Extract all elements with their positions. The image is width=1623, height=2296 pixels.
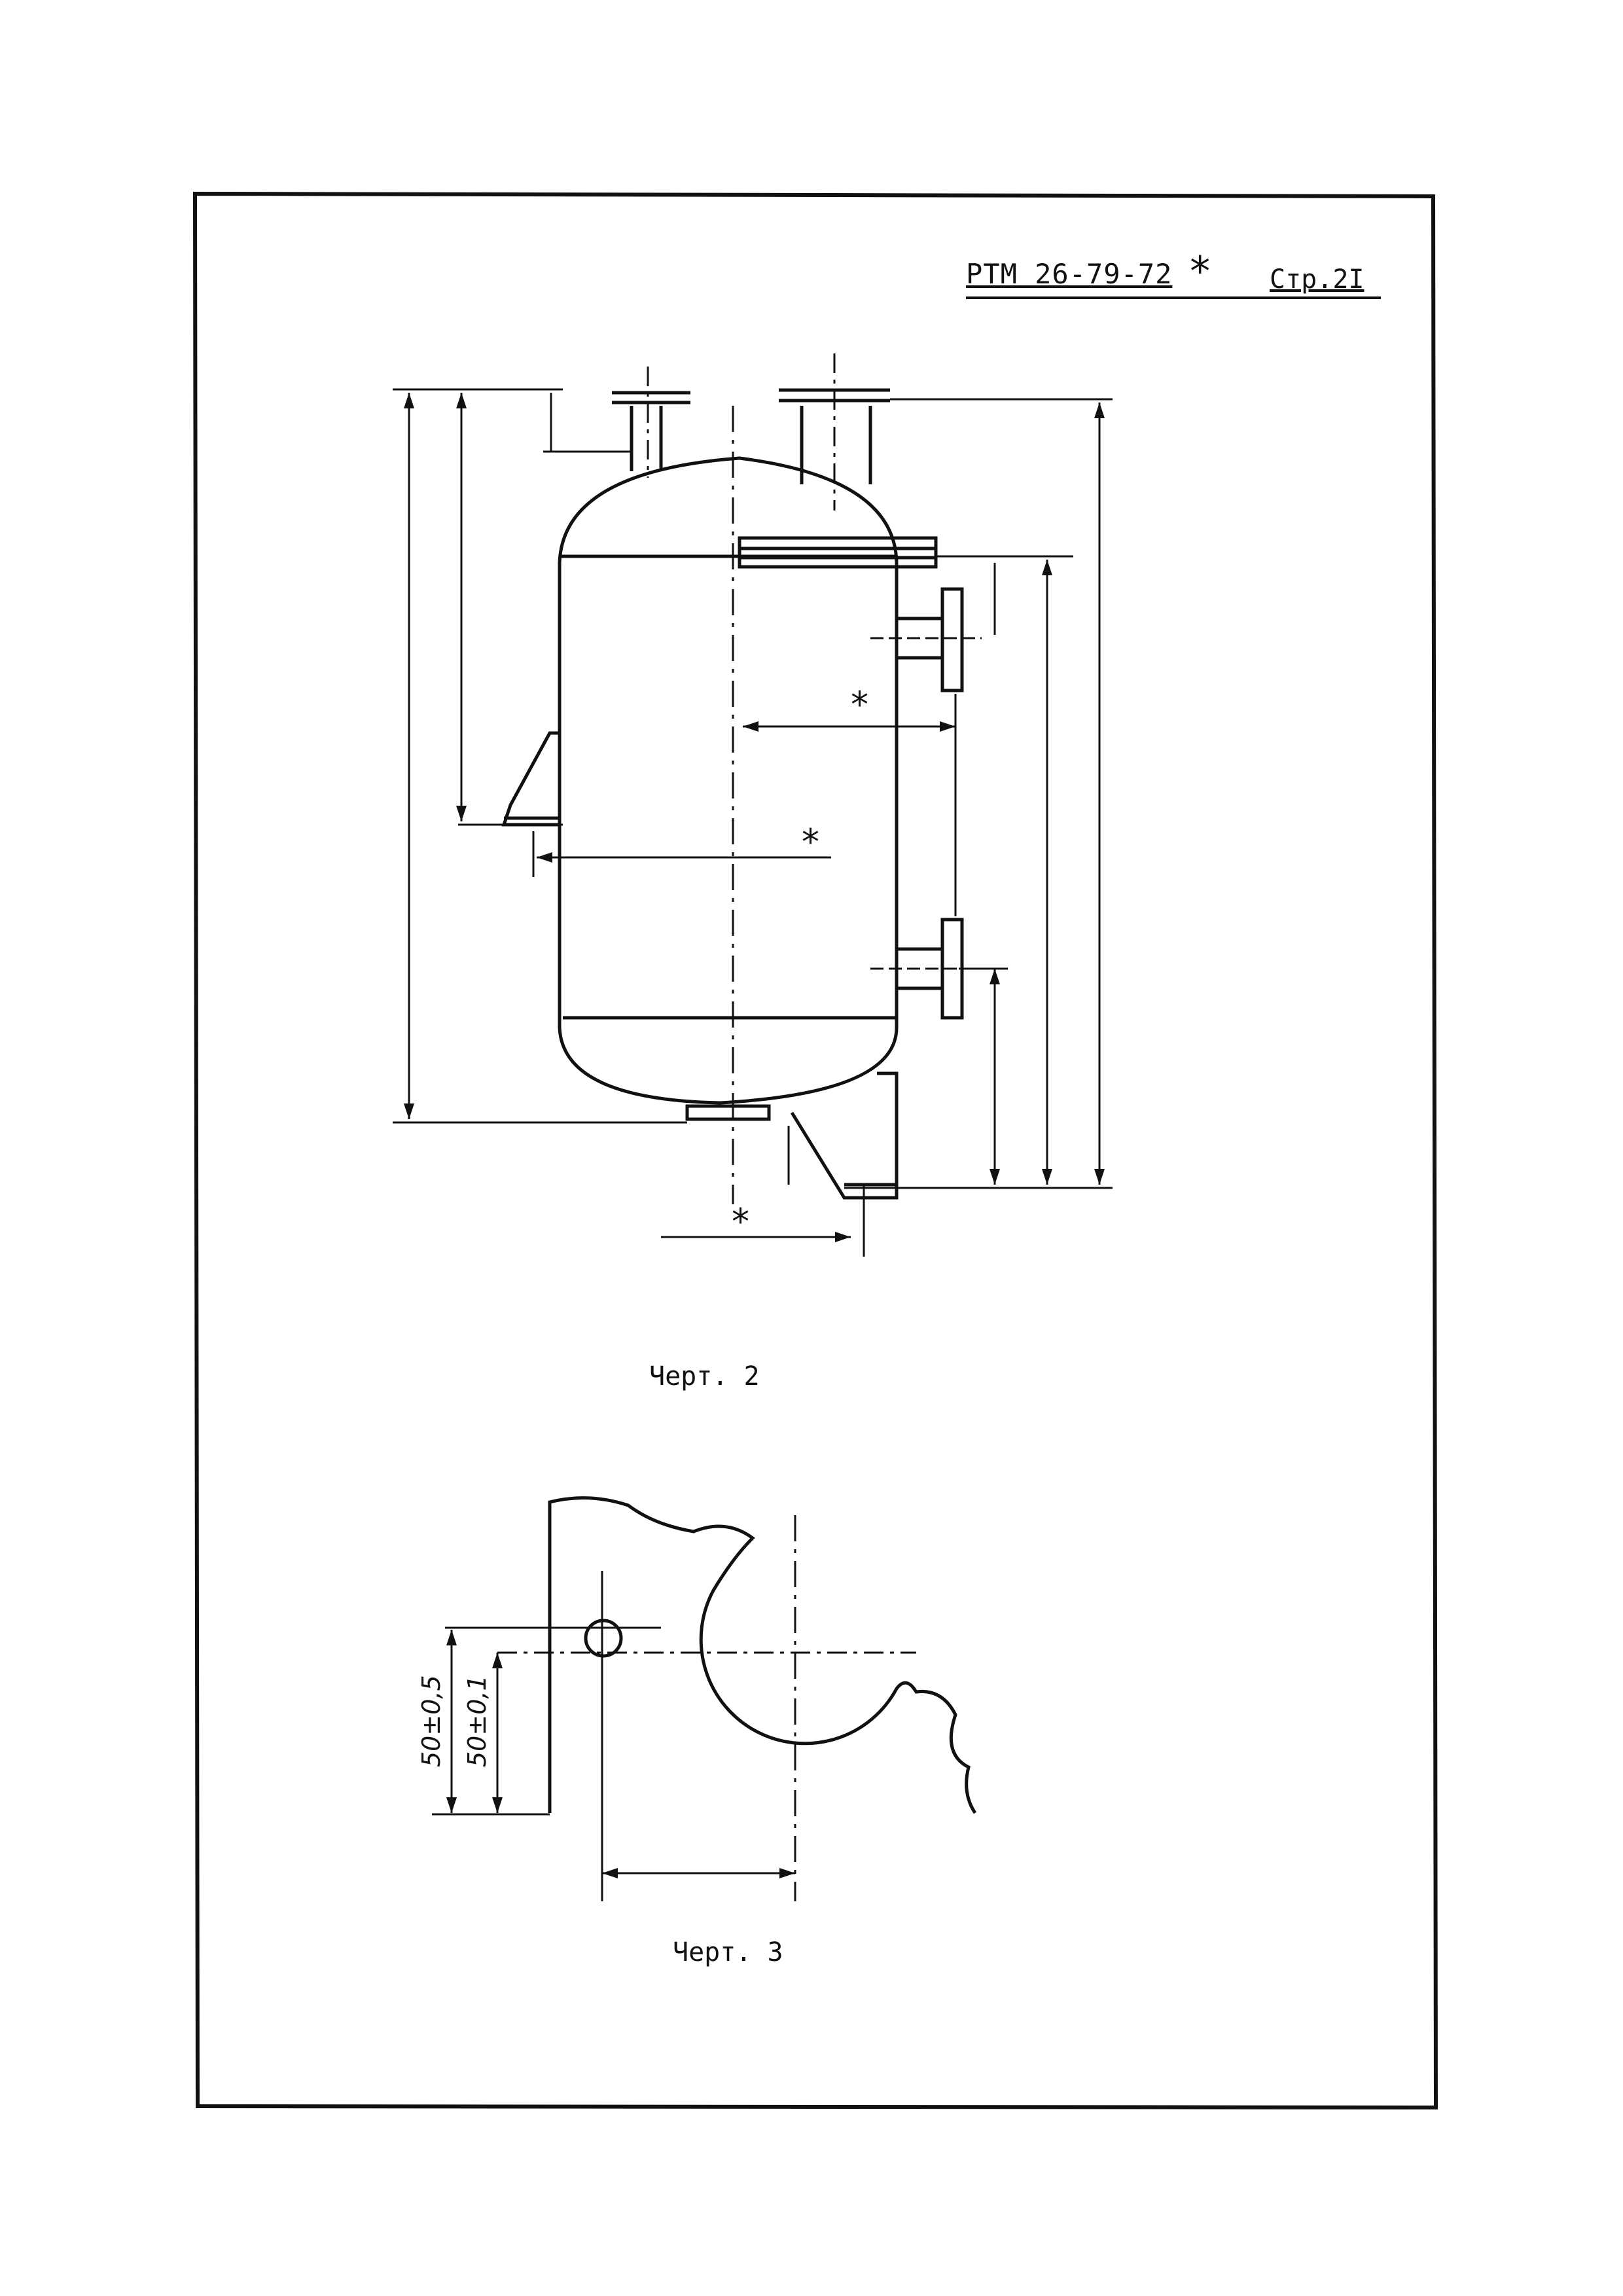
vessel-shell	[558, 456, 899, 1105]
document-code: РТМ 26-79-72	[966, 258, 1173, 290]
sheet-border	[192, 191, 1438, 2110]
page-number: Стр.2I	[1270, 264, 1364, 295]
dim-50-0-1: 50±0,1	[463, 1675, 491, 1767]
vessel-drawing	[393, 353, 1113, 1257]
star-mark: *	[851, 684, 868, 725]
figure-3-caption: Черт. 3	[673, 1937, 783, 1967]
star-mark: *	[732, 1201, 749, 1242]
figure-2-caption: Черт. 2	[649, 1361, 760, 1391]
document-amendment-mark: *	[1188, 247, 1213, 295]
bolt-hole	[584, 1619, 623, 1658]
dimension-arrows	[404, 393, 1105, 1242]
dim-50-0-5: 50±0,5	[417, 1675, 446, 1767]
star-mark: *	[802, 821, 819, 863]
plate-drawing	[432, 1496, 977, 1901]
plate-arrows	[446, 1630, 795, 1878]
